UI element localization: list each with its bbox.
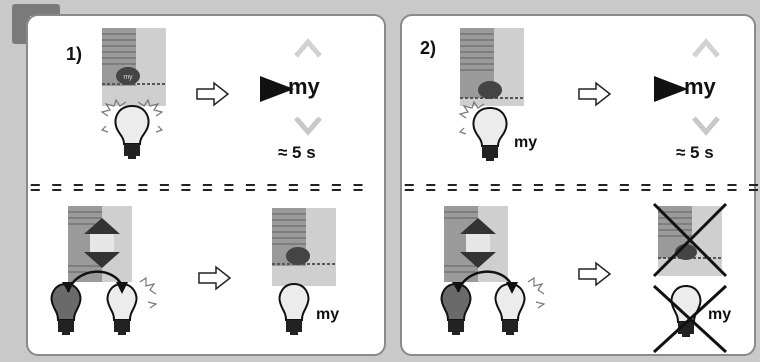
arrow-right-icon (578, 81, 612, 107)
panel-step-1 (26, 14, 386, 356)
bulb-icon (100, 98, 164, 159)
chevron-down-icon (692, 116, 720, 136)
chevron-up-icon (294, 38, 322, 58)
bulb-icon (278, 282, 310, 335)
bulb-my-label: my (708, 306, 732, 323)
bulb-my-label: my (514, 134, 538, 151)
separator: = = = = = = = = = = = = = = = = (30, 178, 367, 198)
curved-arrow-icon (452, 270, 518, 294)
shutter-icon (460, 28, 524, 106)
duration-label: ≈ 5 s (278, 143, 316, 162)
shutter-icon (272, 208, 336, 286)
swap-arrow-icon (460, 218, 496, 268)
step-number-1: 1) (66, 44, 83, 64)
swap-arrow-icon (84, 218, 120, 268)
bulb-icon (458, 100, 508, 161)
my-button-label: my (288, 74, 320, 99)
play-icon (260, 76, 294, 102)
play-icon (654, 76, 688, 102)
svg-text:my: my (123, 74, 133, 81)
chevron-down-icon (294, 116, 322, 136)
arrow-right-icon (196, 81, 230, 107)
separator: = = = = = = = = = = = = = = = = = = (404, 178, 760, 198)
step-number-2: 2) (420, 38, 437, 58)
cross-icon (652, 284, 728, 354)
shutter-icon (68, 206, 132, 282)
my-button-label: my (684, 74, 716, 99)
curved-arrow-icon (62, 270, 128, 294)
arrow-right-icon (198, 265, 232, 291)
chevron-up-icon (692, 38, 720, 58)
bulb-icon (440, 282, 472, 335)
bulb-icon (50, 282, 82, 335)
bulb-icon (494, 276, 546, 335)
bulb-my-label: my (316, 306, 340, 323)
bulb-icon (106, 276, 158, 335)
arrow-right-icon (578, 261, 612, 287)
duration-label: ≈ 5 s (676, 143, 714, 162)
shutter-icon: my (102, 28, 166, 106)
cross-icon (652, 202, 728, 278)
